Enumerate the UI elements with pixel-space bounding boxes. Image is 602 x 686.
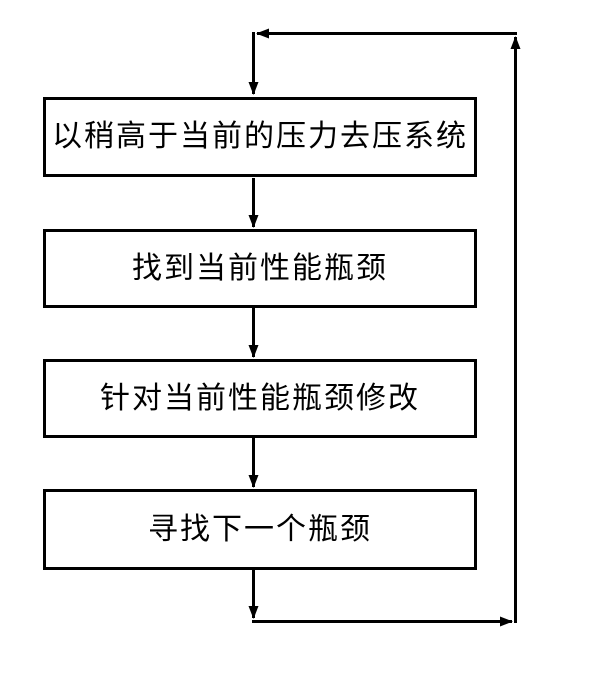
node-step4: 寻找下一个瓶颈 <box>43 489 477 570</box>
node-step2: 找到当前性能瓶颈 <box>43 229 477 308</box>
node-step3: 针对当前性能瓶颈修改 <box>43 359 477 438</box>
node-step4-label: 寻找下一个瓶颈 <box>148 512 372 546</box>
node-step2-label: 找到当前性能瓶颈 <box>132 251 388 285</box>
node-step3-label: 针对当前性能瓶颈修改 <box>100 381 420 415</box>
node-step1: 以稍高于当前的压力去压系统 <box>43 97 477 177</box>
node-step1-label: 以稍高于当前的压力去压系统 <box>52 120 468 153</box>
